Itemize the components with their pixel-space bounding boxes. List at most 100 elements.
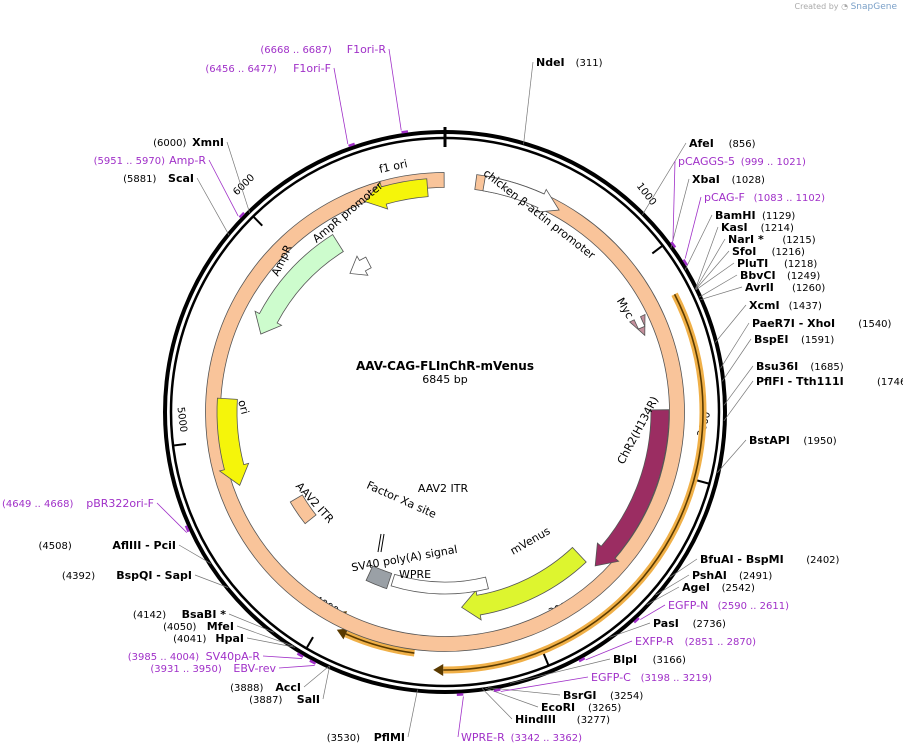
- primer-name: EXFP-R: [635, 635, 674, 648]
- site-line-bfuai-bspmi: [669, 558, 698, 578]
- primer-range: (2851 .. 2870): [685, 637, 757, 648]
- enzyme-position: (2402): [806, 555, 839, 566]
- enzyme-site-bstapi: BstAPI(1950): [749, 434, 837, 447]
- enzyme-position: (1249): [787, 271, 820, 282]
- enzyme-position: (3277): [577, 715, 610, 726]
- enzyme-position: (1746): [877, 377, 903, 388]
- enzyme-position: (1215): [782, 235, 815, 246]
- enzyme-name: BamHI: [715, 209, 756, 222]
- enzyme-position: (1214): [761, 223, 794, 234]
- primer-pbr322ori-f: pBR322ori-F(4649 .. 4668): [2, 497, 154, 510]
- site-line-hpai: [246, 637, 296, 648]
- enzyme-name: XcmI: [749, 299, 780, 312]
- enzyme-position: (1028): [732, 175, 765, 186]
- tick-mark-4000: [306, 636, 314, 649]
- factor-xa-mark-a: [377, 533, 382, 553]
- enzyme-position: (1216): [772, 247, 805, 258]
- primer-line-exfp-r: [585, 640, 633, 661]
- site-line-nari: [695, 238, 726, 290]
- primer-mark-exfp-r: [578, 657, 586, 663]
- enzyme-site-ndei: NdeI(311): [536, 56, 603, 69]
- primer-name: WPRE-R: [461, 731, 505, 744]
- enzyme-site-bsu36i: Bsu36I(1685): [756, 360, 844, 373]
- enzyme-position: (3265): [588, 703, 621, 714]
- enzyme-name: HindIII: [515, 713, 556, 726]
- enzyme-site-bbvci: BbvCI(1249): [740, 269, 820, 282]
- enzyme-name: NarI *: [728, 233, 764, 246]
- primer-mark-ebv-rev: [309, 659, 317, 665]
- enzyme-name: AflIII - PciI: [112, 539, 176, 552]
- feature-aav2-itr-right: [289, 494, 317, 525]
- site-line-bbvci: [699, 274, 738, 298]
- enzyme-site-bspei: BspEI(1591): [754, 333, 834, 346]
- primer-range: (999 .. 1021): [741, 157, 806, 168]
- tick-mark-1000: [651, 245, 663, 255]
- primer-mark-egfp-n: [633, 617, 640, 624]
- primer-range: (3342 .. 3362): [511, 733, 583, 744]
- primer-egfp-n: EGFP-N(2590 .. 2611): [668, 599, 789, 612]
- primer-range: (3985 .. 4004): [128, 652, 200, 663]
- primer-line-f1ori-f: [333, 67, 349, 145]
- primer-range: (3931 .. 3950): [150, 664, 222, 675]
- enzyme-position: (2736): [693, 619, 726, 630]
- orf-mid-line: [345, 633, 415, 654]
- primer-ebv-rev: EBV-rev(3931 .. 3950): [150, 662, 276, 675]
- primer-line-pcaggs-5: [672, 160, 676, 241]
- feature-aav2-itr-left: [205, 172, 685, 652]
- site-line-blpi: [510, 658, 611, 684]
- tick-mark-6000: [253, 216, 263, 227]
- enzyme-position: (1260): [792, 283, 825, 294]
- enzyme-position: (4142): [133, 610, 166, 621]
- enzyme-name: BfuAI - BspMI: [700, 553, 784, 566]
- primer-name: Amp-R: [169, 154, 206, 167]
- primer-mark-pcaggs-5: [670, 241, 677, 249]
- feature-label-myc-2: Myc: [614, 295, 636, 321]
- primer-amp-r: Amp-R(5951 .. 5970): [94, 154, 207, 167]
- enzyme-name: BlpI: [613, 653, 637, 666]
- feature-ampr: [254, 234, 344, 335]
- primer-line-f1ori-r: [388, 48, 402, 131]
- enzyme-name: PaeR7I - XhoI: [752, 317, 835, 330]
- enzyme-name: HpaI: [215, 632, 244, 645]
- tick-mark-5000: [173, 442, 187, 447]
- site-line-pflfi-tth111i: [723, 380, 754, 422]
- enzyme-site-bamhi: BamHI(1129): [715, 209, 795, 222]
- enzyme-position: (1591): [801, 335, 834, 346]
- site-lines: [156, 48, 754, 738]
- primer-name: pCAGGS-5: [678, 155, 735, 168]
- primer-line-egfp-c: [500, 676, 589, 692]
- enzyme-position: (4050): [163, 622, 196, 633]
- primer-name: EGFP-C: [591, 671, 631, 684]
- site-line-afei: [642, 142, 687, 215]
- primer-range: (2590 .. 2611): [718, 601, 790, 612]
- factor-xa-mark-b: [380, 533, 385, 553]
- site-line-bstapi: [717, 439, 747, 473]
- enzyme-name: BsrGI: [563, 689, 596, 702]
- site-line-xmni: [226, 141, 250, 213]
- site-line-pluti: [695, 262, 735, 291]
- primer-range: (3198 .. 3219): [641, 673, 713, 684]
- enzyme-name: SalI: [297, 693, 320, 706]
- tick-mark-2000: [696, 479, 709, 485]
- snapgene-logo-icon: ◔: [841, 2, 849, 11]
- primer-line-wpre-r: [457, 696, 464, 738]
- feature-sv40-polya: [365, 565, 393, 590]
- primer-line-amp-r: [208, 159, 239, 217]
- site-line-pflmi: [407, 689, 418, 738]
- primer-name: pCAG-F: [704, 191, 745, 204]
- enzyme-site-kasi: KasI(1214): [721, 221, 794, 234]
- primer-mark-pcag-f: [682, 258, 688, 266]
- enzyme-position: (4392): [62, 571, 95, 582]
- enzyme-site-pflfi-tth111i: PflFI - Tth111I(1746): [756, 375, 903, 388]
- primer-sv40pa-r: SV40pA-R(3985 .. 4004): [128, 650, 261, 663]
- enzyme-name: BspQI - SapI: [116, 569, 192, 582]
- enzyme-position: (1540): [858, 319, 891, 330]
- site-line-mfei: [236, 625, 294, 647]
- site-line-bsabi: [228, 613, 274, 633]
- enzyme-name: PluTI: [737, 257, 768, 270]
- primer-exfp-r: EXFP-R (2851 .. 2870): [635, 635, 756, 648]
- enzyme-position: (4041): [173, 634, 206, 645]
- site-line-hindiii: [481, 688, 513, 720]
- feature-label-wpre-5: WPRE: [399, 568, 431, 581]
